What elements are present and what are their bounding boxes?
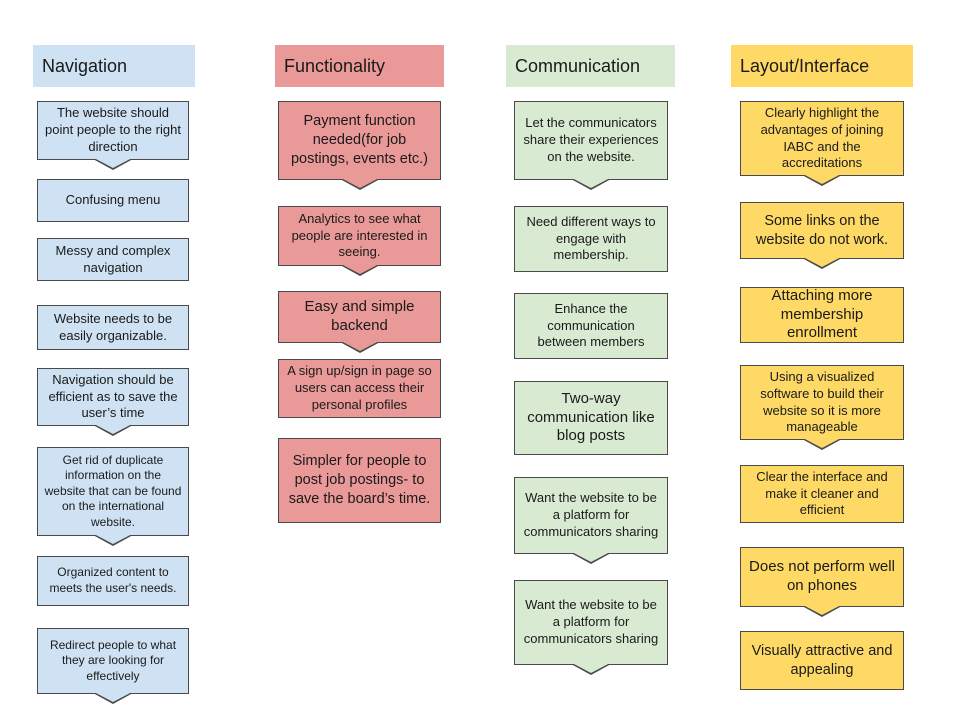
note-arrow bbox=[571, 552, 611, 564]
note-text: Need different ways to engage with membe… bbox=[526, 213, 656, 263]
note-text: A sign up/sign in page so users can acce… bbox=[287, 363, 432, 412]
note-text: Website needs to be easily organizable. bbox=[53, 310, 173, 343]
note-text: Confusing menu bbox=[65, 192, 161, 208]
header-communication: Communication bbox=[506, 45, 675, 87]
note-text: Organized content to meets the user's ne… bbox=[49, 565, 177, 595]
navigation-note: Organized content to meets the user's ne… bbox=[37, 556, 189, 606]
note-arrow bbox=[93, 424, 133, 436]
communication-note: Enhance the communication between member… bbox=[514, 293, 668, 359]
navigation-note: Website needs to be easily organizable. bbox=[37, 305, 189, 350]
note-arrow bbox=[93, 692, 133, 704]
note-arrow bbox=[802, 174, 842, 186]
note-arrow bbox=[571, 663, 611, 675]
header-functionality: Functionality bbox=[275, 45, 444, 87]
note-arrow bbox=[339, 178, 380, 190]
functionality-note: Easy and simple backend bbox=[278, 291, 441, 353]
note-text: Navigation should be efficient as to sav… bbox=[48, 371, 178, 421]
note-text: Using a visualized software to build the… bbox=[760, 368, 884, 435]
note-text: Two-way communication like blog posts bbox=[527, 389, 655, 445]
navigation-note: Messy and complex navigation bbox=[37, 238, 189, 281]
layout-interface-note: Clear the interface and make it cleaner … bbox=[740, 465, 904, 523]
note-text: Want the website to be a platform for co… bbox=[523, 490, 659, 539]
header-navigation: Navigation bbox=[33, 45, 195, 87]
layout-interface-note: Does not perform well on phones bbox=[740, 547, 904, 617]
note-text: Analytics to see what people are interes… bbox=[291, 210, 428, 260]
note-text: Get rid of duplicate information on the … bbox=[44, 452, 182, 529]
note-text: Enhance the communication between member… bbox=[537, 300, 645, 350]
layout-interface-note: Some links on the website do not work. bbox=[740, 202, 904, 269]
note-arrow bbox=[802, 257, 842, 269]
navigation-note: Get rid of duplicate information on the … bbox=[37, 447, 189, 546]
note-arrow bbox=[802, 438, 842, 450]
navigation-note: Confusing menu bbox=[37, 179, 189, 222]
navigation-note: The website should point people to the r… bbox=[37, 101, 189, 170]
note-arrow bbox=[93, 158, 133, 170]
note-text: Some links on the website do not work. bbox=[755, 212, 889, 248]
note-text: Visually attractive and appealing bbox=[751, 642, 893, 678]
communication-note: Need different ways to engage with membe… bbox=[514, 206, 668, 272]
communication-note: Want the website to be a platform for co… bbox=[514, 477, 668, 564]
note-text: Redirect people to what they are looking… bbox=[49, 637, 177, 683]
functionality-note: Simpler for people to post job postings-… bbox=[278, 438, 441, 523]
communication-note: Let the communicators share their experi… bbox=[514, 101, 668, 190]
functionality-note: A sign up/sign in page so users can acce… bbox=[278, 359, 441, 418]
layout-interface-note: Visually attractive and appealing bbox=[740, 631, 904, 690]
navigation-note: Navigation should be efficient as to sav… bbox=[37, 368, 189, 436]
header-layout-interface: Layout/Interface bbox=[731, 45, 913, 87]
note-text: Messy and complex navigation bbox=[55, 242, 171, 275]
functionality-note: Analytics to see what people are interes… bbox=[278, 206, 441, 276]
note-arrow bbox=[339, 264, 380, 276]
note-text: Simpler for people to post job postings-… bbox=[288, 453, 431, 507]
note-text: Attaching more membership enrollment bbox=[771, 286, 873, 342]
note-text: Clearly highlight the advantages of join… bbox=[760, 104, 884, 171]
note-text: Easy and simple backend bbox=[304, 298, 415, 334]
communication-note: Two-way communication like blog posts bbox=[514, 381, 668, 455]
note-text: Does not perform well on phones bbox=[749, 558, 895, 594]
layout-interface-note: Clearly highlight the advantages of join… bbox=[740, 101, 904, 186]
note-arrow bbox=[571, 178, 611, 190]
layout-interface-note: Using a visualized software to build the… bbox=[740, 365, 904, 450]
note-text: The website should point people to the r… bbox=[45, 105, 181, 154]
navigation-note: Redirect people to what they are looking… bbox=[37, 628, 189, 704]
functionality-note: Payment function needed(for job postings… bbox=[278, 101, 441, 190]
note-arrow bbox=[802, 605, 842, 617]
note-text: Payment function needed(for job postings… bbox=[290, 113, 428, 167]
note-text: Let the communicators share their experi… bbox=[523, 115, 659, 164]
note-text: Clear the interface and make it cleaner … bbox=[756, 468, 888, 518]
note-text: Want the website to be a platform for co… bbox=[523, 597, 659, 646]
layout-interface-note: Attaching more membership enrollment bbox=[740, 287, 904, 343]
note-arrow bbox=[339, 341, 380, 353]
communication-note: Want the website to be a platform for co… bbox=[514, 580, 668, 675]
note-arrow bbox=[93, 534, 133, 546]
